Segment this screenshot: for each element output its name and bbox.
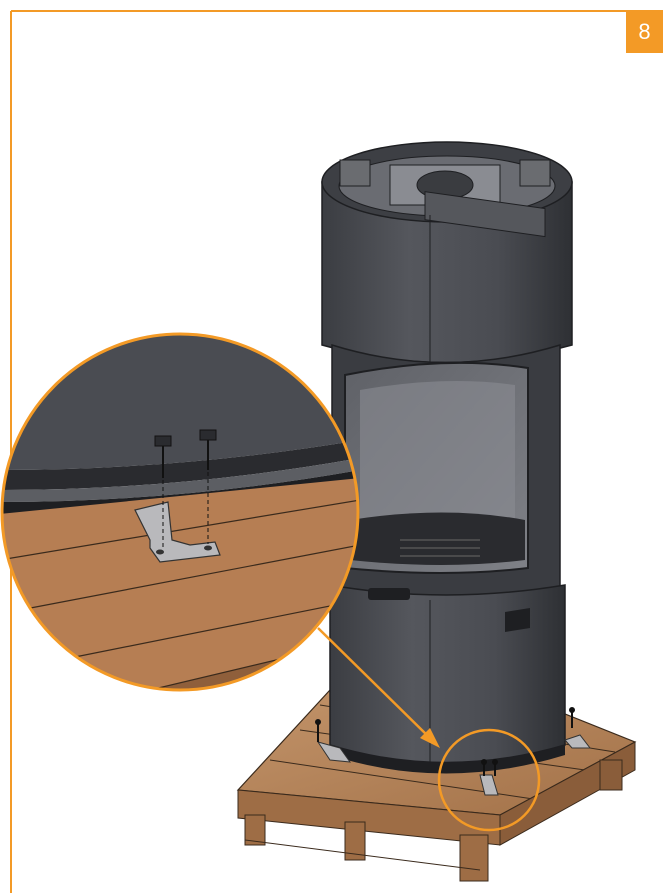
pointer-arrow (317, 627, 440, 748)
highlight-circle (437, 728, 541, 832)
magnified-detail-circle (0, 332, 360, 692)
step-number-badge: 8 (626, 11, 663, 53)
stove-illustration (316, 141, 592, 796)
screw-icon (315, 707, 575, 776)
